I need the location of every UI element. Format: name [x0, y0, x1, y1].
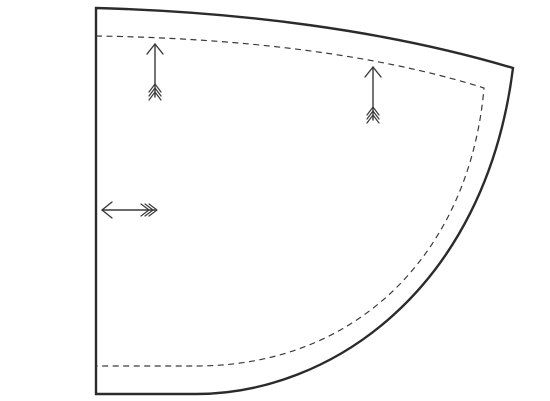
grainline-arrow-left — [101, 201, 158, 219]
seam-allowance-line — [95, 35, 485, 367]
grainline-arrow-up-right — [364, 66, 382, 124]
pattern-piece-outline — [94, 6, 515, 396]
grainline-arrow-up-left — [146, 43, 164, 101]
